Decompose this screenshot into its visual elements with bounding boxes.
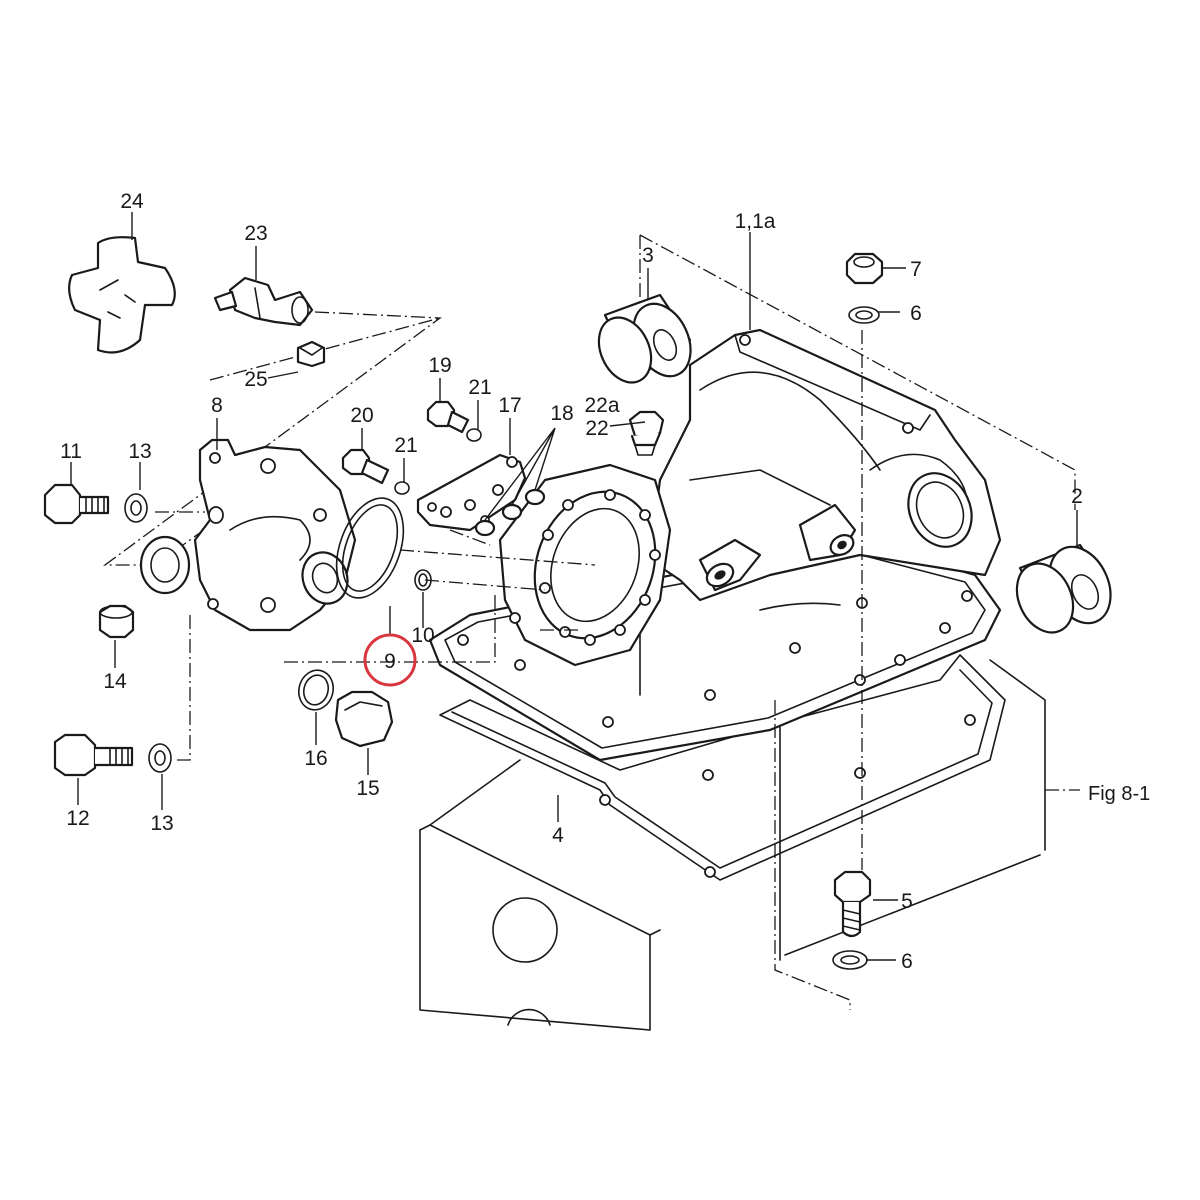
transmission-case [639, 328, 1002, 696]
bolt-part-12 [53, 733, 134, 777]
callout-1-1a: 1,1a [735, 210, 776, 233]
breather-part-22 [628, 410, 665, 456]
bolt-part-19 [426, 400, 470, 434]
callout-22a: 22a [584, 394, 619, 417]
figure-reference: Fig 8-1 [1088, 783, 1150, 805]
o-ring-part-10 [414, 569, 432, 591]
callout-19: 19 [428, 354, 451, 377]
callout-21-upper: 21 [468, 376, 491, 399]
callout-11: 11 [60, 440, 82, 463]
pump-body-part-8 [139, 438, 357, 632]
highlight-ring [363, 633, 417, 687]
callout-3: 3 [642, 244, 654, 267]
washer-part-13-upper [124, 493, 148, 523]
callout-21-lower: 21 [394, 434, 417, 457]
callout-24: 24 [120, 190, 144, 213]
drain-plug-part-15 [334, 690, 394, 748]
callout-18: 18 [550, 402, 573, 425]
washer-part-16 [297, 669, 335, 711]
washer-part-21-lower [394, 481, 410, 495]
bolt-part-5 [833, 870, 872, 938]
callout-5: 5 [901, 890, 913, 913]
callout-15: 15 [356, 777, 379, 800]
callout-6-bottom: 6 [901, 950, 913, 973]
callout-9: 9 [384, 650, 396, 673]
callout-17: 17 [498, 394, 521, 417]
callout-10: 10 [411, 624, 434, 647]
bearing-part-2 [1015, 543, 1112, 634]
leader-lines [70, 212, 1078, 961]
washer-part-13-lower [148, 743, 172, 773]
washer-part-21-upper [466, 428, 482, 442]
callout-4: 4 [552, 824, 564, 847]
callout-25: 25 [244, 368, 267, 391]
callout-23: 23 [244, 222, 267, 245]
callout-13-lower: 13 [150, 812, 173, 835]
callout-2: 2 [1071, 485, 1083, 508]
assembly-lines [103, 234, 1080, 1010]
screw-part-25 [296, 340, 326, 368]
callout-12: 12 [66, 807, 89, 830]
bearing-part-3 [597, 293, 692, 384]
washer-part-6-top [848, 306, 880, 324]
bolt-part-11 [43, 483, 110, 525]
switch-part-23 [213, 276, 314, 327]
cross-coupling-part-24 [68, 236, 176, 354]
o-ring-part-9 [335, 497, 405, 599]
nuts-part-18 [474, 488, 546, 537]
bolt-part-20 [341, 448, 390, 485]
callout-13-upper: 13 [128, 440, 151, 463]
callout-20: 20 [350, 404, 373, 427]
plug-part-14 [98, 604, 135, 639]
callout-22: 22 [585, 417, 608, 440]
washer-part-6-bottom [832, 950, 868, 970]
callout-8: 8 [211, 394, 223, 417]
callout-16: 16 [304, 747, 327, 770]
callout-14: 14 [103, 670, 127, 693]
callout-6-top: 6 [910, 302, 922, 325]
callout-7: 7 [910, 258, 922, 281]
nut-part-7 [845, 252, 884, 285]
callouts: 24 23 25 8 11 13 14 12 13 16 15 9 10 20 … [60, 190, 1150, 973]
